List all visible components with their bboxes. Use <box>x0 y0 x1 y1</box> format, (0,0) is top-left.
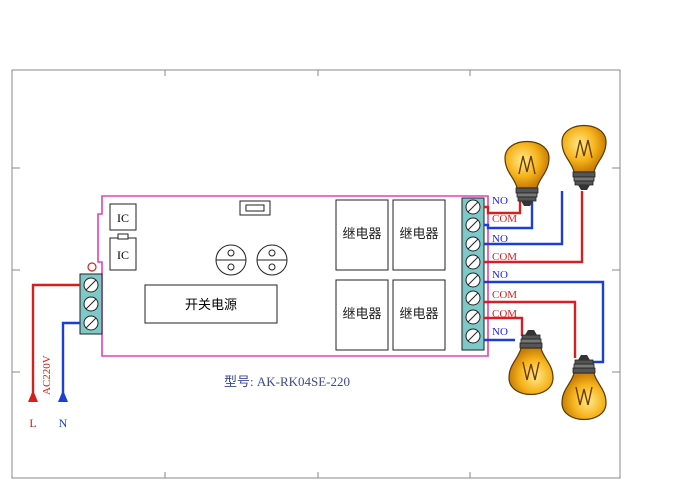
live-wire <box>28 283 80 402</box>
terminal-label-4: COM <box>492 251 517 263</box>
relay-1-label: 继电器 <box>342 226 381 241</box>
relay-4: 继电器 <box>392 279 446 351</box>
relay-3-label: 继电器 <box>342 306 381 321</box>
output-screw-5 <box>465 272 481 288</box>
power-module: 开关电源 <box>144 284 278 324</box>
output-screw-4 <box>465 254 481 270</box>
output-terminal-block <box>461 197 485 351</box>
relay-4-label: 继电器 <box>399 306 438 321</box>
relay-2-label: 继电器 <box>399 226 438 241</box>
board-connector <box>239 200 271 216</box>
input-screw-2 <box>83 296 99 312</box>
power-module-label: 开关电源 <box>185 297 237 312</box>
bulb-3 <box>508 329 554 396</box>
output-screw-8 <box>465 328 481 344</box>
ic-chip-2: IC <box>109 233 137 271</box>
output-wiring <box>484 191 605 364</box>
relay-1: 继电器 <box>335 199 389 271</box>
relay-2: 继电器 <box>392 199 446 271</box>
terminal-label-3: NO <box>492 233 508 245</box>
terminal-label-1: NO <box>492 195 508 207</box>
neutral-wire <box>58 321 80 402</box>
ic-1-label: IC <box>117 211 129 225</box>
output-screw-2 <box>465 217 481 233</box>
neutral-label: N <box>59 416 68 430</box>
output-screw-6 <box>465 290 481 306</box>
input-terminal-block <box>79 262 103 335</box>
ic-chip-1: IC <box>109 203 137 231</box>
board-outline <box>97 195 489 357</box>
bulb-1 <box>504 140 550 207</box>
bulb-4 <box>561 354 607 421</box>
output-terminal-labels: NO COM NO COM NO COM COM NO <box>492 195 517 338</box>
terminal-label-2: COM <box>492 213 517 225</box>
terminal-label-5: NO <box>492 269 508 281</box>
ic-2-label: IC <box>117 248 129 262</box>
terminal-label-6: COM <box>492 289 517 301</box>
live-label: L <box>29 416 36 430</box>
model-label: 型号: AK-RK04SE-220 <box>224 374 350 389</box>
input-screw-1 <box>83 277 99 293</box>
voltage-label: AC220V <box>41 355 53 395</box>
capacitor-2 <box>256 244 288 276</box>
drawing-frame <box>11 69 621 479</box>
input-screw-3 <box>83 315 99 331</box>
output-screw-3 <box>465 236 481 252</box>
capacitor-1 <box>215 244 247 276</box>
relay-3: 继电器 <box>335 279 389 351</box>
output-screw-7 <box>465 309 481 325</box>
output-screw-1 <box>465 199 481 215</box>
terminal-label-8: NO <box>492 326 508 338</box>
bulb-2 <box>561 124 607 191</box>
